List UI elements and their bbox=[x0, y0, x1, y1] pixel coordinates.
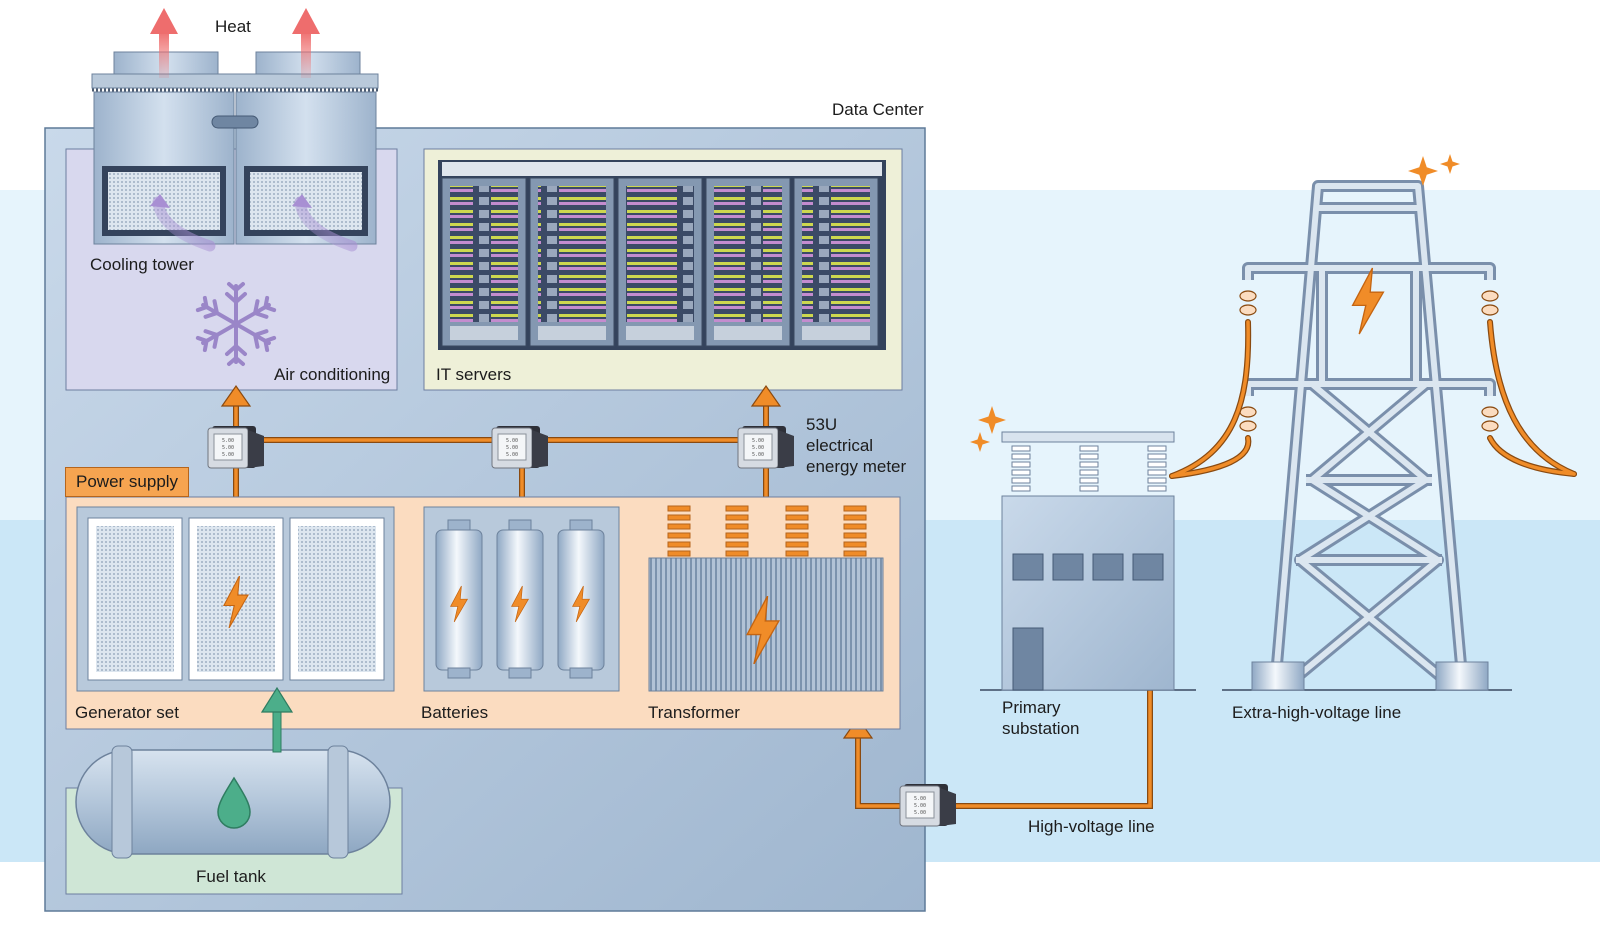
fuel-tank-label: Fuel tank bbox=[196, 867, 266, 886]
cooling-tower-label: Cooling tower bbox=[90, 255, 194, 274]
heat-arrow-icon bbox=[150, 8, 320, 78]
air-conditioning-label: Air conditioning bbox=[274, 365, 391, 384]
server-rack bbox=[793, 177, 879, 347]
energy-meter-icon bbox=[737, 425, 795, 469]
energy-meter-icon bbox=[207, 425, 265, 469]
energy-meter-icon bbox=[899, 783, 957, 827]
server-rack bbox=[441, 177, 527, 347]
extra-high-voltage-line-label: Extra-high-voltage line bbox=[1232, 703, 1402, 722]
data-center-label: Data Center bbox=[832, 100, 924, 119]
primary-substation-label: Primary substation bbox=[1002, 698, 1080, 738]
server-racks bbox=[438, 160, 886, 350]
power-supply-label: Power supply bbox=[65, 467, 190, 497]
primary-substation bbox=[980, 431, 1196, 691]
energy-meter-label: 53U electrical energy meter bbox=[806, 415, 907, 476]
server-rack bbox=[617, 177, 703, 347]
transmission-tower bbox=[1169, 180, 1577, 691]
snowflake-icon bbox=[194, 282, 278, 366]
fuel-drop-icon bbox=[217, 776, 251, 829]
high-voltage-line-label: High-voltage line bbox=[1028, 817, 1155, 836]
batteries-label: Batteries bbox=[421, 703, 489, 722]
sparkle-icon bbox=[1440, 154, 1460, 174]
energy-meter-icon bbox=[491, 425, 549, 469]
server-rack bbox=[705, 177, 791, 347]
fuel-arrow-icon bbox=[260, 686, 294, 753]
it-servers-label: IT servers bbox=[436, 365, 512, 384]
heat-label: Heat bbox=[215, 17, 251, 36]
generator-set-label: Generator set bbox=[75, 703, 179, 722]
transformer-label: Transformer bbox=[648, 703, 740, 722]
cooling-tower bbox=[91, 51, 379, 252]
server-rack bbox=[529, 177, 615, 347]
